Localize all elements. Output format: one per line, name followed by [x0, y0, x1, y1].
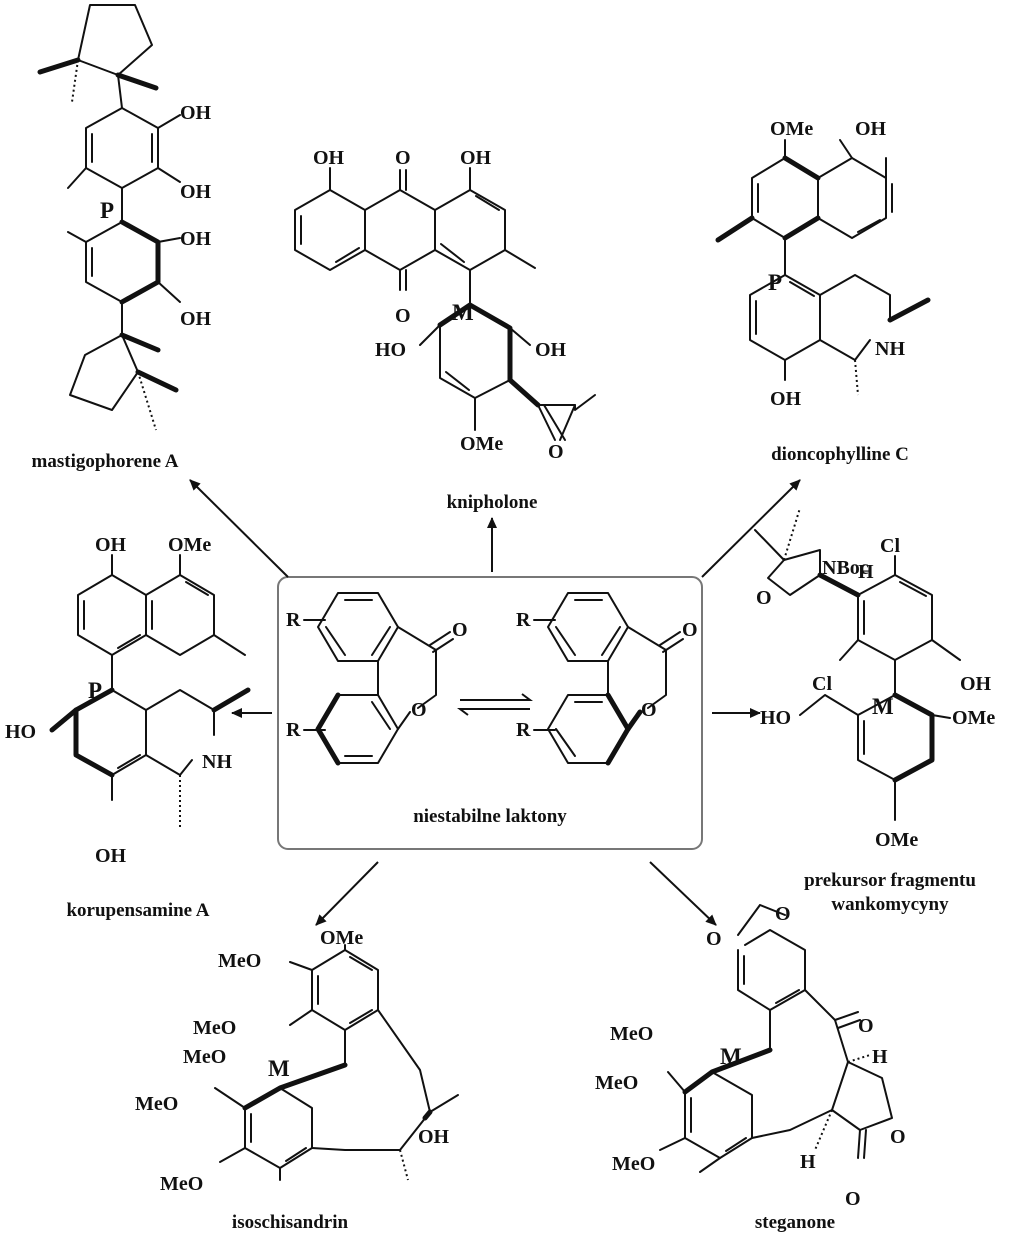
mastigophorene-oh1: OH	[180, 102, 212, 124]
mastigophorene-a: OH OH OH OH P mastigophorene A	[32, 4, 212, 472]
steganone-h1: H	[872, 1046, 888, 1068]
knipholone-axis-label: M	[452, 300, 474, 325]
ring-o-right: O	[641, 699, 657, 721]
vancomycin-h: H	[858, 561, 874, 583]
steganone-ketone-o: O	[858, 1015, 874, 1037]
vancomycin-name-line2: wankomycyny	[831, 894, 949, 915]
isoschisandrin-ome-top: OMe	[320, 927, 363, 949]
steganone-meo3: MeO	[612, 1153, 655, 1175]
mastigophorene-axis-label: P	[100, 198, 114, 223]
dioncophylline-oh-top: OH	[855, 118, 887, 140]
equilibrium-arrows	[457, 693, 533, 716]
mastigophorene-name: mastigophorene A	[32, 451, 179, 472]
steganone-meo1: MeO	[610, 1023, 653, 1045]
vancomycin-precursor: NBoc H O Cl Cl OH M HO OMe OMe prekursor…	[754, 507, 995, 915]
isoschisandrin-meo1: MeO	[218, 950, 261, 972]
knipholone-ome: OMe	[460, 433, 503, 455]
vancomycin-cl-top: Cl	[880, 535, 900, 557]
korupensamine-ho: HO	[5, 721, 36, 743]
vancomycin-cl-left: Cl	[812, 673, 832, 695]
korupensamine-ome: OMe	[168, 534, 211, 556]
steganone: O O MeO M MeO MeO O H O H O steganone	[595, 903, 906, 1233]
isoschisandrin-oh: OH	[418, 1126, 450, 1148]
steganone-meo2: MeO	[595, 1072, 638, 1094]
center-frame	[277, 576, 703, 850]
r-left-top: R	[286, 609, 301, 631]
steganone-o1: O	[706, 928, 722, 950]
knipholone-ketone-o: O	[548, 441, 564, 463]
korupensamine-a: OH OMe P HO NH OH korupensamine A	[5, 534, 251, 921]
steganone-name: steganone	[755, 1212, 835, 1233]
isoschisandrin-meo3: MeO	[183, 1046, 226, 1068]
ring-o-left: O	[411, 699, 427, 721]
r-right-bottom: R	[516, 719, 531, 741]
steganone-o2: O	[775, 903, 791, 925]
knipholone-oh-left: OH	[313, 147, 345, 169]
knipholone: OH O OH O M HO OH OMe O knipholone	[294, 147, 596, 513]
mastigophorene-oh4: OH	[180, 308, 212, 330]
vancomycin-axis-label: M	[872, 694, 894, 719]
isoschisandrin-meo2: MeO	[193, 1017, 236, 1039]
knipholone-oh-ring: OH	[535, 339, 567, 361]
dioncophylline-oh-bottom: OH	[770, 388, 802, 410]
vancomycin-ho: HO	[760, 707, 791, 729]
unstable-lactones-box: O O R R O O R R	[277, 576, 703, 850]
r-left-bottom: R	[286, 719, 301, 741]
korupensamine-axis-label: P	[88, 678, 102, 703]
knipholone-oh-right: OH	[460, 147, 492, 169]
outgoing-arrows	[189, 479, 801, 926]
isoschisandrin: OMe MeO MeO MeO MeO MeO M OH isoschisand…	[135, 927, 459, 1233]
mastigophorene-oh3: OH	[180, 228, 212, 250]
dioncophylline-c: OMe OH P NH OH dioncophylline C	[715, 118, 931, 465]
vancomycin-nboc: NBoc	[822, 557, 869, 579]
korupensamine-nh: NH	[202, 751, 232, 773]
knipholone-name: knipholone	[447, 492, 538, 513]
vancomycin-o: O	[756, 587, 772, 609]
vancomycin-name-line1: prekursor fragmentu	[804, 870, 976, 891]
isoschisandrin-name: isoschisandrin	[232, 1212, 349, 1233]
vancomycin-ome1: OMe	[952, 707, 995, 729]
knipholone-ho: HO	[375, 339, 406, 361]
dioncophylline-nh: NH	[875, 338, 905, 360]
isoschisandrin-axis-label: M	[268, 1056, 290, 1081]
steganone-ring-o: O	[890, 1126, 906, 1148]
mastigophorene-oh2: OH	[180, 181, 212, 203]
vancomycin-ome2: OMe	[875, 829, 918, 851]
vancomycin-oh: OH	[960, 673, 992, 695]
steganone-axis-label: M	[720, 1044, 742, 1069]
knipholone-o-bottom: O	[395, 305, 411, 327]
dioncophylline-ome: OMe	[770, 118, 813, 140]
korupensamine-name: korupensamine A	[66, 900, 209, 921]
korupensamine-oh-top: OH	[95, 534, 127, 556]
center-caption: niestabilne laktony	[413, 806, 567, 827]
r-right-top: R	[516, 609, 531, 631]
lactone-right: O O R R	[516, 592, 698, 766]
dioncophylline-name: dioncophylline C	[771, 444, 909, 465]
lactone-left: O O R R	[286, 592, 468, 766]
carbonyl-o-left: O	[452, 619, 468, 641]
knipholone-o-top: O	[395, 147, 411, 169]
isoschisandrin-meo4: MeO	[135, 1093, 178, 1115]
steganone-lactone-o: O	[845, 1188, 861, 1210]
steganone-h2: H	[800, 1151, 816, 1173]
carbonyl-o-right: O	[682, 619, 698, 641]
isoschisandrin-meo5: MeO	[160, 1173, 203, 1195]
korupensamine-oh-bottom: OH	[95, 845, 127, 867]
dioncophylline-axis-label: P	[768, 270, 782, 295]
